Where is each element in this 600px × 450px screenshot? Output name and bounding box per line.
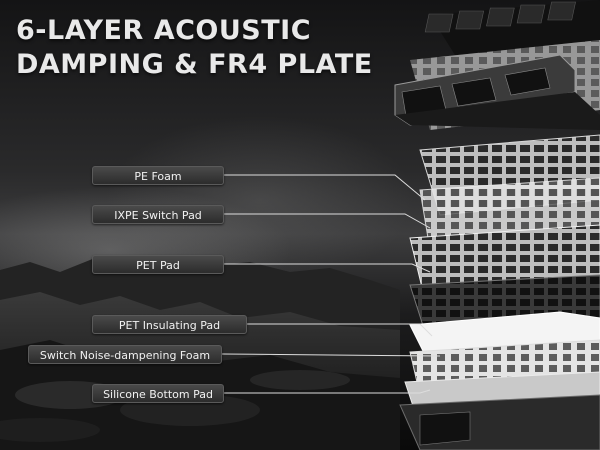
- leader-lines: [221, 174, 441, 394]
- label-switch-noise-dampening-foam: Switch Noise-dampening Foam: [28, 345, 222, 364]
- label-pe-foam: PE Foam: [92, 166, 224, 185]
- label-ixpe-switch-pad: IXPE Switch Pad: [92, 205, 224, 224]
- label-pet-pad: PET Pad: [92, 255, 224, 274]
- headline-line-1: 6-LAYER ACOUSTIC: [16, 15, 312, 46]
- page-headline: 6-LAYER ACOUSTIC DAMPING & FR4 PLATE: [16, 14, 373, 82]
- keycaps-layer: [424, 0, 600, 55]
- case-frame: [394, 54, 600, 130]
- headline-line-2: DAMPING & FR4 PLATE: [16, 49, 373, 80]
- label-silicone-bottom-pad: Silicone Bottom Pad: [92, 384, 224, 403]
- label-pet-insulating-pad: PET Insulating Pad: [92, 315, 247, 334]
